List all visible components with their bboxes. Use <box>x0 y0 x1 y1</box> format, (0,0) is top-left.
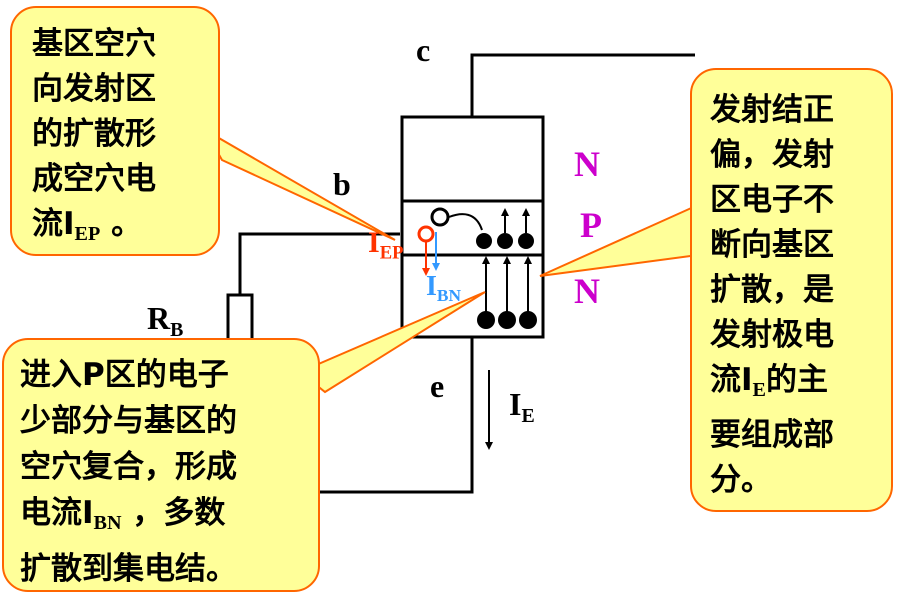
emitter-wire <box>320 337 474 494</box>
callout-electron-diffusion: 发射结正 偏，发射 区电子不 断向基区 扩散，是 发射极电 流IE的主 要组成部… <box>690 68 893 512</box>
electron <box>498 311 516 329</box>
callout-line: 扩散，是 <box>710 272 834 308</box>
electron <box>497 233 513 249</box>
callout-recombination: 进入P区的电子 少部分与基区的 空穴复合，形成 电流IBN ，多数 扩散到集电结… <box>2 338 320 592</box>
callout-subscript: EP <box>74 223 101 246</box>
callout-tail-right <box>539 203 699 277</box>
base-region-label: P <box>580 205 602 245</box>
callout-line: 分。 <box>710 462 772 499</box>
circuit-wires <box>238 53 695 494</box>
emitter-region-label: N <box>574 271 600 311</box>
base-label: b <box>333 166 351 202</box>
iep-hole <box>417 225 435 243</box>
iep-subscript: EP <box>379 242 404 264</box>
ibn-subscript: BN <box>436 286 462 306</box>
collector-wire <box>470 53 695 117</box>
hole <box>430 207 450 227</box>
electron <box>477 311 495 329</box>
callout-line: 空穴复合，形成 <box>20 449 237 485</box>
callout-line: 的扩散形 <box>32 116 156 152</box>
callout-subscript: BN <box>93 512 122 535</box>
recombination-path <box>448 213 483 231</box>
resistor-label: RB <box>147 300 183 342</box>
callout-line: 进入P区的电子 <box>20 357 229 393</box>
electrons <box>476 233 537 329</box>
callout-text: 流I <box>32 206 75 242</box>
ibn-label: IBN <box>426 271 461 306</box>
electron <box>476 233 492 249</box>
iep-letter: I <box>368 226 380 259</box>
callout-tail-top-left <box>202 127 396 241</box>
callout-line: 成空穴电 <box>32 161 156 197</box>
electron <box>518 233 534 249</box>
callout-text: 流I <box>710 362 753 398</box>
callout-line: 电流IBN ，多数 <box>20 490 318 546</box>
ibn-letter: I <box>426 271 437 302</box>
callout-line: 少部分与基区的 <box>20 403 237 439</box>
callout-line: 发射结正 <box>710 92 834 128</box>
callout-subscript: E <box>752 379 766 402</box>
callout-line: 偏，发射 <box>710 137 834 173</box>
ie-label: IE <box>509 386 535 428</box>
callout-text: ，多数 <box>121 495 226 531</box>
base-wire <box>238 232 400 295</box>
resistor-subscript: B <box>170 318 184 341</box>
callout-line: 基区空穴 <box>32 26 156 62</box>
callout-line: 发射极电 <box>710 317 834 353</box>
collector-label: c <box>416 32 431 68</box>
callout-line: 向发射区 <box>32 71 156 107</box>
resistor-letter: R <box>147 300 171 336</box>
collector-region-label: N <box>574 144 600 184</box>
callout-line: 扩散到集电结。 <box>20 551 237 588</box>
iep-label: IEP <box>368 226 403 265</box>
callout-text: 的主 <box>765 362 828 398</box>
callout-line: 要组成部 <box>710 417 834 454</box>
callout-line: 流IEP 。 <box>32 202 218 257</box>
callout-line: 流IE的主 <box>710 358 891 413</box>
transistor-outline <box>400 115 545 339</box>
callout-hole-diffusion: 基区空穴 向发射区 的扩散形 成空穴电 流IEP 。 <box>10 6 220 256</box>
electron-flow-arrows <box>482 208 532 312</box>
ie-subscript: E <box>521 404 535 427</box>
ie-letter: I <box>509 386 522 422</box>
callout-text: 电流I <box>20 495 94 531</box>
electron <box>519 311 537 329</box>
emitter-label: e <box>430 368 445 404</box>
callout-tail-bottom-left <box>298 291 486 394</box>
callout-line: 区电子不 <box>710 182 834 218</box>
callout-text: 。 <box>100 206 143 242</box>
callout-line: 断向基区 <box>710 227 834 263</box>
